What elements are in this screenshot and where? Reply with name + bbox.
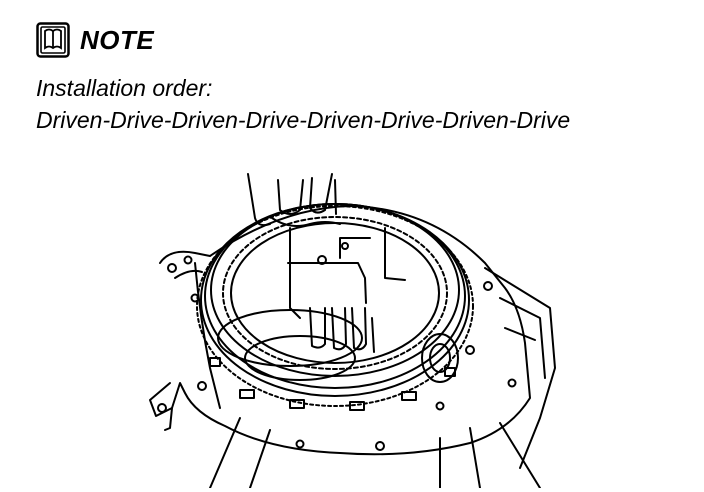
note-title: NOTE — [80, 25, 155, 55]
installer-hand — [247, 173, 341, 227]
clutch-pack-installation-illustration — [149, 173, 556, 488]
note-line-installation-order: Installation order: — [36, 75, 213, 101]
note-text: Installation order: Driven-Drive-Driven-… — [36, 72, 570, 136]
clutch-hub — [287, 227, 406, 353]
transmission-case — [149, 205, 556, 488]
book-note-icon — [36, 22, 70, 58]
note-header: NOTE — [36, 22, 154, 58]
note-line-sequence: Driven-Drive-Driven-Drive-Driven-Drive-D… — [36, 107, 571, 133]
